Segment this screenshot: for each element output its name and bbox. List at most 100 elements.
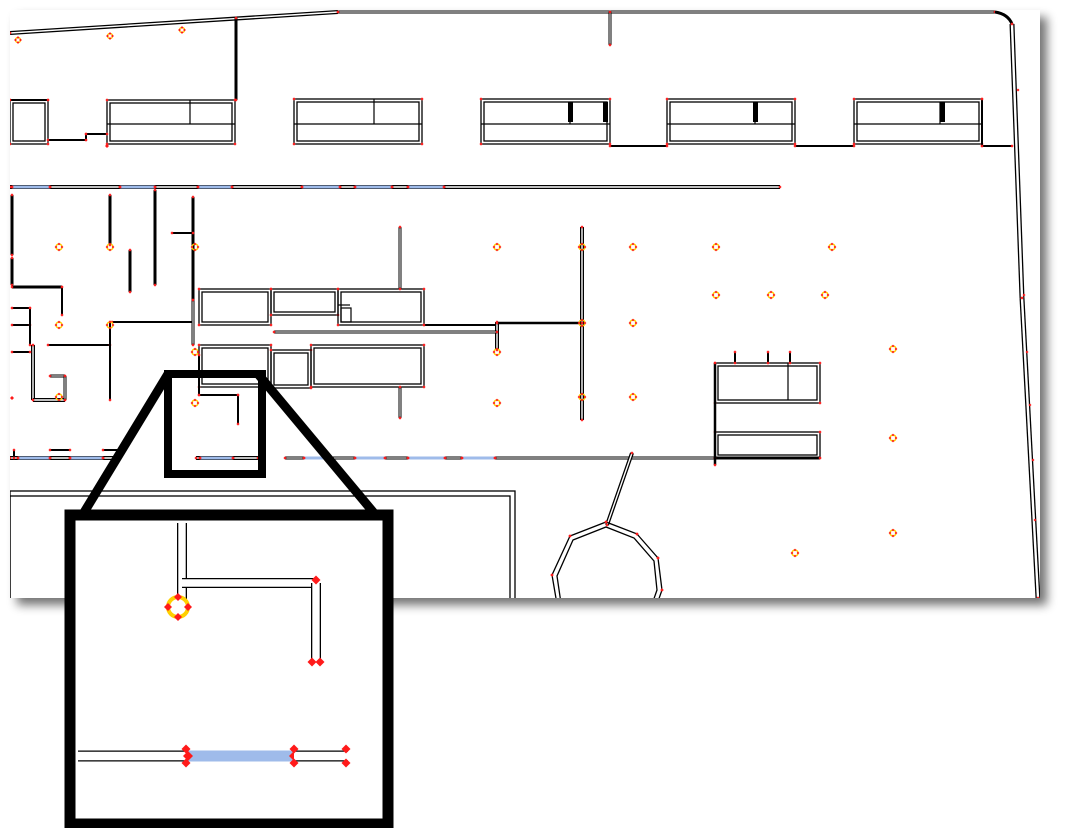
vertex-marker-icon <box>10 323 14 327</box>
vertex-marker-icon <box>713 463 717 467</box>
vertex-marker-icon <box>605 523 609 527</box>
vertex-marker-icon <box>894 531 898 535</box>
room-outline-inner <box>669 101 793 142</box>
vertex-marker-icon <box>1020 296 1024 300</box>
vertex-marker-icon <box>793 97 797 101</box>
vertex-marker-icon <box>292 142 296 146</box>
vertex-marker-icon <box>105 144 109 148</box>
vertex-marker-icon <box>733 361 737 365</box>
vertex-marker-icon <box>10 285 14 289</box>
vertex-marker-icon <box>717 245 721 249</box>
vertex-marker-icon <box>183 28 186 32</box>
vertex-marker-icon <box>193 248 197 252</box>
vertex-marker-icon <box>820 293 824 297</box>
vertex-marker-icon <box>105 323 109 327</box>
vertex-marker-icon <box>10 98 12 102</box>
vertex-marker-icon <box>766 293 770 297</box>
vertex-marker-icon <box>289 758 299 768</box>
vertex-marker-icon <box>422 385 426 389</box>
vertex-marker-icon <box>634 321 638 325</box>
vertex-marker-icon <box>793 142 797 146</box>
vertex-marker-icon <box>1036 596 1040 598</box>
solid-pier <box>568 102 573 122</box>
vertex-marker-icon <box>233 142 237 146</box>
vertex-marker-icon <box>580 248 584 252</box>
vertex-marker-icon <box>336 323 340 327</box>
room-outline-inner <box>201 347 269 385</box>
vertex-marker-icon <box>577 395 581 399</box>
vertex-marker-icon <box>888 436 892 440</box>
zoom-connector-left <box>76 371 172 522</box>
vertex-marker-icon <box>10 193 14 197</box>
vertex-marker-icon <box>180 31 184 34</box>
solid-pier <box>603 102 608 122</box>
vertex-marker-icon <box>766 350 770 354</box>
vertex-marker-icon <box>10 185 14 189</box>
vertex-marker-icon <box>793 548 797 552</box>
wall-core <box>606 452 633 526</box>
vertex-marker-icon <box>196 401 200 405</box>
vertex-marker-icon <box>833 245 837 249</box>
vertex-marker-icon <box>10 31 12 35</box>
room-outline-outer <box>293 98 423 145</box>
vertex-marker-icon <box>153 185 157 189</box>
vertex-marker-icon <box>309 385 313 389</box>
vertex-marker-icon <box>634 245 638 249</box>
vertex-marker-icon <box>665 97 669 101</box>
vertex-marker-icon <box>10 253 14 257</box>
vertex-marker-icon <box>14 38 17 42</box>
vertex-marker-icon <box>891 534 895 538</box>
vertex-marker-icon <box>796 551 800 555</box>
vertex-marker-icon <box>495 321 499 325</box>
vertex-marker-icon <box>495 404 499 408</box>
vertex-marker-icon <box>888 531 892 535</box>
vertex-marker-icon <box>383 456 387 460</box>
vertex-marker-icon <box>269 313 273 317</box>
vertex-marker-icon <box>57 326 61 330</box>
room-outline-outer <box>480 98 611 145</box>
vertex-marker-icon <box>289 744 299 754</box>
vertex-marker-icon <box>84 132 88 136</box>
vertex-marker-icon <box>193 347 197 351</box>
vertex-marker-icon <box>234 16 238 20</box>
room-outline-outer <box>106 99 236 145</box>
vertex-marker-icon <box>420 142 424 146</box>
vertex-marker-icon <box>714 296 718 300</box>
vertex-marker-icon <box>1010 144 1014 148</box>
vertex-marker-icon <box>422 343 426 347</box>
vertex-marker-icon <box>772 293 776 297</box>
vertex-marker-icon <box>10 456 12 460</box>
room-outline-inner <box>201 291 269 323</box>
vertex-marker-icon <box>818 361 822 365</box>
small-closet <box>340 307 352 323</box>
vertex-marker-icon <box>46 138 50 142</box>
vertex-marker-icon <box>311 575 321 585</box>
vertex-marker-icon <box>191 231 195 235</box>
vertex-marker-icon <box>197 353 201 357</box>
vertex-marker-icon <box>236 393 240 397</box>
vertex-marker-icon <box>852 144 856 148</box>
vertex-marker-icon <box>10 256 14 260</box>
wall-core <box>1020 297 1040 598</box>
vertex-marker-icon <box>269 287 273 291</box>
vertex-marker-icon <box>714 290 718 294</box>
vertex-marker-icon <box>68 448 72 452</box>
vertex-marker-icon <box>630 451 634 455</box>
vertex-marker-icon <box>422 287 426 291</box>
vertex-marker-icon <box>793 554 797 558</box>
vertex-marker-icon <box>852 97 856 101</box>
vertex-marker-icon <box>193 404 197 408</box>
courtyard-outer <box>10 490 516 598</box>
vertex-marker-icon <box>492 350 496 354</box>
wall-core <box>1010 23 1024 299</box>
vertex-marker-icon <box>398 385 402 389</box>
vertex-marker-icon <box>183 751 193 761</box>
room-outline-inner <box>273 291 336 313</box>
vertex-marker-icon <box>57 392 61 396</box>
vertex-marker-icon <box>101 456 105 460</box>
vertex-marker-icon <box>12 448 16 452</box>
vertex-marker-icon <box>48 185 52 189</box>
vertex-marker-icon <box>604 520 608 524</box>
vertex-marker-icon <box>108 37 112 40</box>
vertex-marker-icon <box>631 398 635 402</box>
